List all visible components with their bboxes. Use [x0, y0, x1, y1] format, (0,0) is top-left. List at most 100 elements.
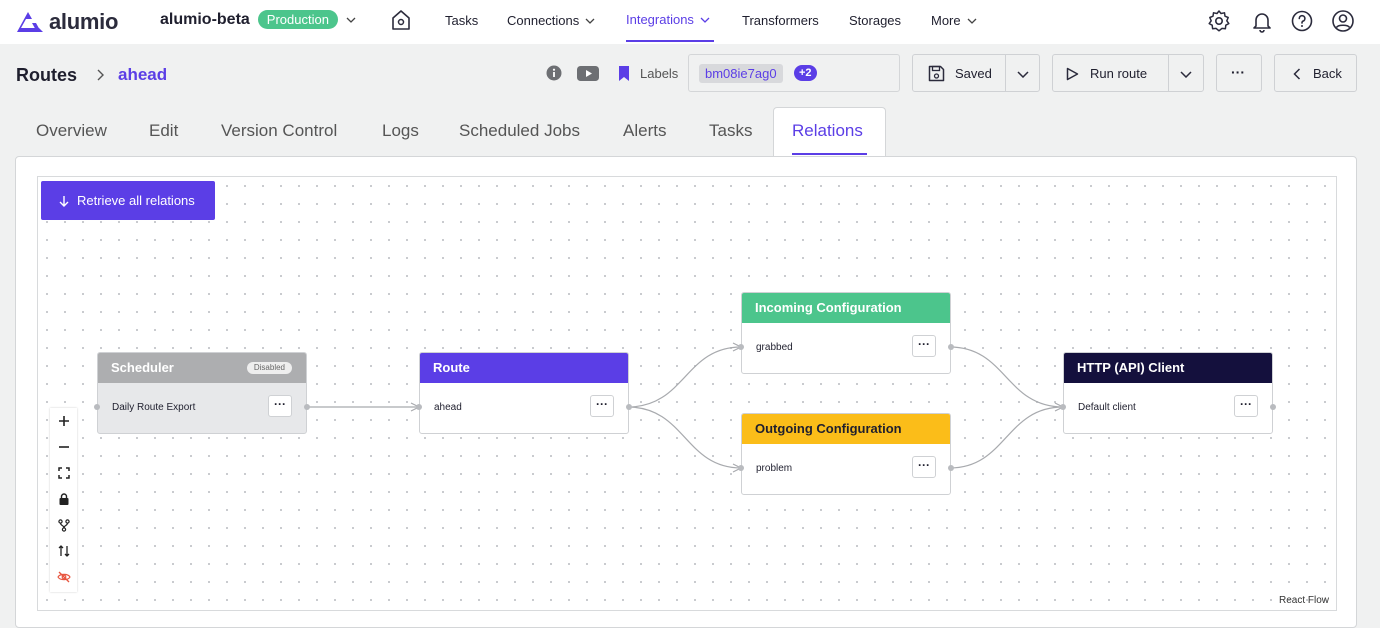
node-incoming-body: grabbed [756, 342, 793, 353]
nav-tasks[interactable]: Tasks [445, 0, 478, 42]
nav-more-label: More [931, 13, 961, 28]
node-scheduler-menu-button[interactable]: ··· [268, 395, 292, 417]
fit-view-button[interactable] [50, 460, 77, 486]
node-client-title: HTTP (API) Client [1077, 360, 1185, 375]
more-actions-button[interactable]: ··· [1216, 54, 1262, 92]
labels-title: Labels [640, 66, 679, 81]
nav-transformers[interactable]: Transformers [742, 0, 819, 42]
node-scheduler-title: Scheduler [111, 360, 174, 375]
brand-name: alumio [49, 9, 119, 34]
labels-more-count[interactable]: +2 [794, 65, 817, 81]
node-handle[interactable] [626, 404, 632, 410]
tab-version-control[interactable]: Version Control [221, 121, 338, 140]
node-handle[interactable] [1060, 404, 1066, 410]
node-incoming-menu-button[interactable]: ··· [912, 335, 936, 357]
help-icon[interactable] [1290, 9, 1314, 33]
node-handle[interactable] [738, 344, 744, 350]
zoom-out-button[interactable] [50, 434, 77, 460]
nav-connections-label: Connections [507, 13, 580, 28]
chevron-down-icon [346, 17, 356, 23]
node-handle[interactable] [948, 344, 954, 350]
play-icon [1066, 67, 1079, 81]
node-scheduler[interactable]: Scheduler Disabled Daily Route Export ··… [97, 352, 307, 434]
run-route-label[interactable]: Run route [1090, 66, 1148, 81]
tab-overview[interactable]: Overview [36, 121, 107, 140]
zoom-in-button[interactable] [50, 408, 77, 434]
node-client-menu-button[interactable]: ··· [1234, 395, 1258, 417]
video-play-icon[interactable] [577, 66, 599, 81]
label-bookmark-icon [619, 66, 629, 81]
node-client-header: HTTP (API) Client [1064, 353, 1272, 383]
edge-route-incoming [627, 346, 742, 408]
node-handle[interactable] [94, 404, 100, 410]
tab-tasks[interactable]: Tasks [709, 121, 753, 140]
top-navbar: alumio alumio-beta Production Tasks Conn… [0, 0, 1380, 44]
retrieve-relations-label: Retrieve all relations [77, 193, 195, 208]
edge-route-outgoing [627, 406, 742, 469]
tab-logs[interactable]: Logs [382, 121, 419, 140]
node-handle[interactable] [416, 404, 422, 410]
nav-integrations[interactable]: Integrations [626, 0, 714, 42]
saved-button-group: Saved [912, 54, 1040, 92]
tab-alerts[interactable]: Alerts [623, 121, 667, 140]
retrieve-relations-button[interactable]: Retrieve all relations [41, 181, 215, 220]
node-route-title: Route [433, 360, 470, 375]
react-flow-attribution[interactable]: React Flow [1279, 595, 1330, 606]
saved-label[interactable]: Saved [955, 66, 992, 81]
nav-connections[interactable]: Connections [507, 0, 595, 42]
breadcrumb-routes[interactable]: Routes [16, 65, 78, 85]
environment-name: alumio-beta [160, 10, 250, 28]
node-handle[interactable] [948, 465, 954, 471]
nav-more[interactable]: More [931, 0, 977, 42]
divider [1005, 55, 1006, 91]
edge-outgoing-client [949, 406, 1064, 469]
flow-controls [50, 408, 77, 592]
label-chip[interactable]: bm08ie7ag0 [699, 64, 783, 83]
toggle-visibility-button[interactable] [50, 564, 77, 590]
node-route-header: Route [420, 353, 628, 383]
node-scheduler-body: Daily Route Export [112, 402, 196, 413]
divider [1168, 55, 1169, 91]
back-button[interactable]: Back [1274, 54, 1357, 92]
lock-button[interactable] [50, 486, 77, 512]
tab-active-background [773, 107, 886, 157]
node-incoming-configuration[interactable]: Incoming Configuration grabbed ··· [741, 292, 951, 374]
tab-scheduled-jobs[interactable]: Scheduled Jobs [459, 121, 580, 140]
eye-off-icon [56, 571, 71, 583]
node-outgoing-title: Outgoing Configuration [755, 421, 902, 436]
node-http-client[interactable]: HTTP (API) Client Default client ··· [1063, 352, 1273, 434]
environment-switcher[interactable]: alumio-beta Production [160, 10, 356, 29]
tab-edit[interactable]: Edit [149, 121, 179, 140]
labels-field[interactable]: bm08ie7ag0 +2 [688, 54, 900, 92]
node-route[interactable]: Route ahead ··· [419, 352, 629, 434]
home-icon[interactable] [390, 9, 412, 31]
node-handle[interactable] [304, 404, 310, 410]
node-client-body: Default client [1078, 402, 1136, 413]
chevron-left-icon [1293, 68, 1301, 80]
tab-relations[interactable]: Relations [792, 121, 863, 140]
nav-transformers-label: Transformers [742, 13, 819, 28]
nav-storages[interactable]: Storages [849, 0, 901, 42]
node-outgoing-body: problem [756, 463, 793, 474]
user-avatar-icon[interactable] [1331, 9, 1355, 33]
swap-direction-button[interactable] [50, 538, 77, 564]
settings-gear-icon[interactable] [1207, 9, 1231, 33]
chevron-down-icon [700, 17, 710, 23]
back-label: Back [1313, 66, 1342, 81]
disabled-badge: Disabled [246, 362, 292, 374]
arrow-down-icon [59, 195, 69, 207]
info-icon[interactable] [546, 65, 562, 81]
lock-icon [59, 493, 68, 505]
node-outgoing-configuration[interactable]: Outgoing Configuration problem ··· [741, 413, 951, 495]
node-outgoing-header: Outgoing Configuration [742, 414, 950, 444]
more-actions-label: ··· [1231, 64, 1245, 80]
node-handle[interactable] [1270, 404, 1276, 410]
node-route-menu-button[interactable]: ··· [590, 395, 614, 417]
notification-bell-icon[interactable] [1250, 9, 1274, 33]
chevron-down-icon[interactable] [1180, 71, 1192, 78]
node-handle[interactable] [738, 465, 744, 471]
chevron-down-icon[interactable] [1017, 71, 1029, 78]
node-outgoing-menu-button[interactable]: ··· [912, 456, 936, 478]
alumio-logo[interactable]: alumio [15, 9, 118, 35]
layout-branch-button[interactable] [50, 512, 77, 538]
